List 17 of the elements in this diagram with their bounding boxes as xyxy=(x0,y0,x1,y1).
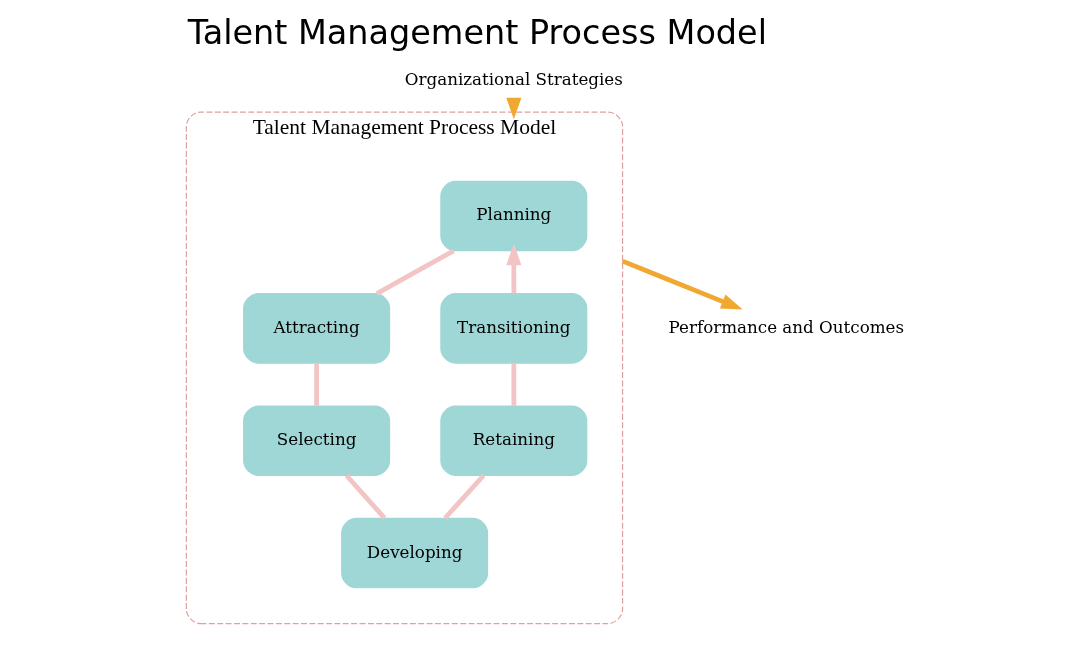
diagram-title: Talent Management Process Model xyxy=(187,13,767,53)
node-text: Organizational Strategies xyxy=(404,69,623,90)
node-box: Planning xyxy=(439,180,587,252)
arrow xyxy=(621,258,743,310)
connector xyxy=(510,363,516,406)
arrow xyxy=(505,243,521,294)
connector xyxy=(344,473,386,520)
arrow xyxy=(505,97,521,120)
node-box: Developing xyxy=(340,517,488,589)
node-text: Performance and Outcomes xyxy=(668,316,904,337)
connector xyxy=(313,363,319,406)
node-box: Transitioning xyxy=(439,293,587,364)
node-box: Attracting xyxy=(242,293,390,364)
connector xyxy=(375,248,455,296)
node-box: Selecting xyxy=(242,405,390,476)
connector xyxy=(442,473,485,520)
node-box: Retaining xyxy=(439,405,587,476)
